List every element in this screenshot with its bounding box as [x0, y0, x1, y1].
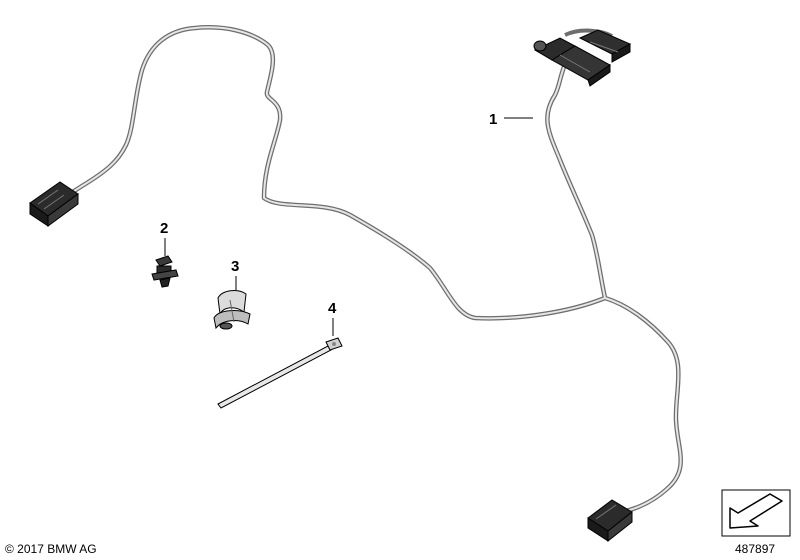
harness-module — [533, 28, 632, 87]
cable-clamp — [213, 290, 251, 330]
callout-2: 2 — [160, 220, 168, 237]
push-clip — [151, 255, 179, 288]
left-connector — [29, 181, 79, 227]
wiring-harness — [57, 25, 683, 515]
direction-arrow-icon — [721, 489, 791, 537]
copyright-text: © 2017 BMW AG — [5, 542, 97, 556]
callout-1: 1 — [489, 111, 497, 128]
right-connector — [587, 499, 633, 543]
leader-lines — [164, 117, 533, 336]
diagram-reference-number: 487897 — [735, 542, 776, 556]
callout-3: 3 — [231, 258, 239, 275]
callout-4: 4 — [328, 300, 337, 317]
cable-tie — [217, 337, 343, 409]
